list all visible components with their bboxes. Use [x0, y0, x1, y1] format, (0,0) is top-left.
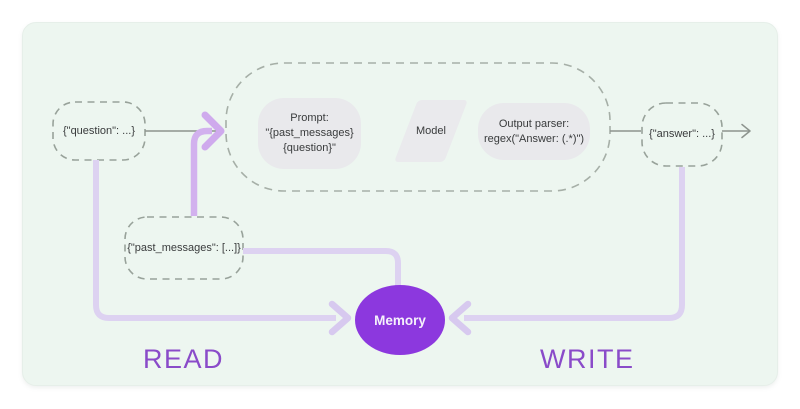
read-label: READ: [143, 344, 225, 374]
write-path-line: [464, 167, 685, 321]
question-node[interactable]: {"question": ...}: [53, 102, 145, 160]
model-label: Model: [416, 124, 446, 137]
read-arrowhead-icon: [328, 300, 352, 336]
output-parser-line-2: regex("Answer: (.*)"): [483, 132, 585, 145]
output-parser-node[interactable]: Output parser: regex("Answer: (.*)"): [478, 103, 590, 160]
write-label: WRITE: [540, 344, 635, 374]
memory-label: Memory: [374, 312, 426, 328]
answer-label: {"answer": ...}: [649, 128, 715, 140]
past-messages-to-memory-line: [243, 248, 401, 292]
chain-input-arrowhead-icon: [201, 111, 225, 151]
write-arrowhead-icon: [448, 300, 472, 336]
past-messages-to-chain-line: [190, 127, 212, 216]
read-path-line: [93, 160, 336, 321]
question-label: {"question": ...}: [62, 124, 136, 137]
chain-container-outline: [225, 62, 611, 192]
prompt-line-3: {question}": [283, 142, 336, 154]
prompt-node[interactable]: Prompt: "{past_messages} {question}": [258, 98, 361, 169]
output-parser-line-1: Output parser:: [498, 117, 570, 130]
prompt-line-1: Prompt:: [290, 112, 329, 124]
past-messages-node[interactable]: {"past_messages": [...]}: [125, 217, 243, 279]
model-node[interactable]: Model: [394, 100, 468, 162]
answer-node[interactable]: {"answer": ...}: [642, 103, 722, 166]
past-messages-label: {"past_messages": [...]}: [127, 241, 241, 254]
memory-node[interactable]: Memory: [355, 285, 445, 355]
answer-node-outline: [641, 102, 723, 167]
answer-output-arrowhead-icon: [741, 123, 751, 139]
prompt-line-2: "{past_messages}: [265, 127, 354, 139]
